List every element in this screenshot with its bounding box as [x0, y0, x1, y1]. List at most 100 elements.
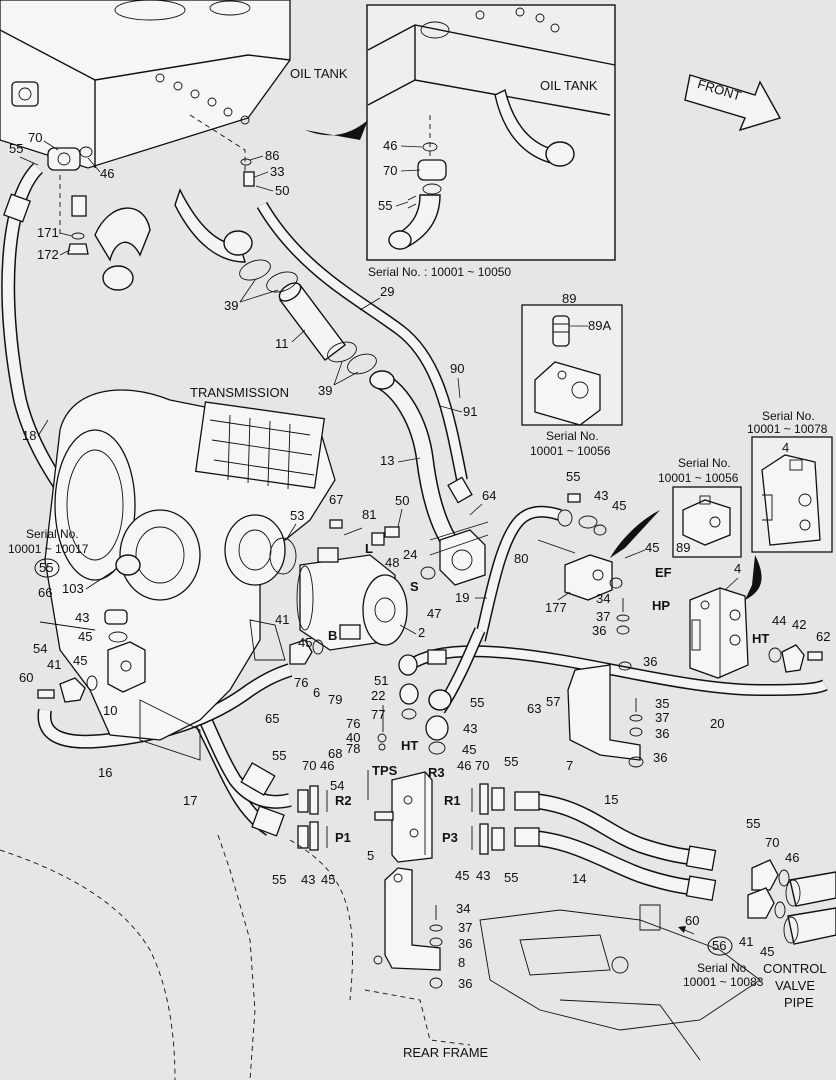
callout-15: 15 — [604, 792, 618, 807]
callout-46c: 46 — [457, 758, 471, 773]
inset-oil-tank-box: OIL TANK 46 70 55 — [366, 4, 616, 261]
callout-36a: 36 — [592, 623, 606, 638]
flange-70-main — [47, 147, 81, 171]
callout-33: 33 — [270, 164, 284, 179]
callout-70d: 70 — [765, 835, 779, 850]
callout-55: 55 — [9, 141, 23, 156]
callout-46d: 46 — [785, 850, 799, 865]
callout-36d: 36 — [653, 750, 667, 765]
port-R3: R3 — [428, 765, 445, 780]
flange-41-cv — [747, 887, 775, 919]
callout-29: 29 — [380, 284, 394, 299]
callout-62: 62 — [816, 629, 830, 644]
callout-55-circled: 55 — [39, 560, 53, 575]
callout-5: 5 — [367, 848, 374, 863]
transmission — [44, 389, 336, 761]
callout-177: 177 — [545, 600, 567, 615]
callout-90: 90 — [450, 361, 464, 376]
suction-flange-block — [439, 529, 486, 586]
callout-45d: 45 — [73, 653, 87, 668]
port-EF: EF — [655, 565, 672, 580]
callout-65: 65 — [265, 711, 279, 726]
hose-14 — [514, 830, 706, 895]
callout-79: 79 — [328, 692, 342, 707]
callout-8: 8 — [458, 955, 465, 970]
callout-36c: 36 — [655, 726, 669, 741]
hose-15 — [514, 793, 706, 865]
callout-4-valve: 4 — [734, 561, 741, 576]
callout-50b: 50 — [395, 493, 409, 508]
callout-14: 14 — [572, 871, 586, 886]
callout-44: 44 — [772, 613, 786, 628]
callout-70: 70 — [28, 130, 42, 145]
flange-43-p1 — [297, 825, 309, 849]
callout-17: 17 — [183, 793, 197, 808]
callout-45g: 45 — [321, 872, 335, 887]
callout-39-upper: 39 — [224, 298, 238, 313]
tank-outlet-pipe-left — [94, 207, 151, 262]
block-10 — [107, 641, 146, 693]
callout-45h: 45 — [455, 868, 469, 883]
serial-note-55-l1: Serial No. — [26, 527, 79, 541]
callout-10: 10 — [103, 703, 117, 718]
flange-70-cv — [751, 859, 779, 891]
port-P3: P3 — [442, 830, 458, 845]
callout-34a: 34 — [596, 591, 610, 606]
port-HP: HP — [652, 598, 670, 613]
port-S: S — [410, 579, 419, 594]
callout-13: 13 — [380, 453, 394, 468]
callout-41-pump: 41 — [275, 612, 289, 627]
callout-54a: 54 — [33, 641, 47, 656]
callout-45c: 45 — [78, 629, 92, 644]
callout-2: 2 — [418, 625, 425, 640]
callout-80: 80 — [514, 551, 528, 566]
fitting-51 — [398, 654, 418, 676]
callout-70c: 70 — [475, 758, 489, 773]
port-TPS: TPS — [372, 763, 398, 778]
callout-group: 55 70 46 171 172 86 33 50 39 29 11 39 90… — [9, 130, 830, 991]
callout-41a: 41 — [47, 657, 61, 672]
callout-55d: 55 — [272, 748, 286, 763]
callout-42: 42 — [792, 617, 806, 632]
callout-43b: 43 — [75, 610, 89, 625]
serial-note-block-89b-l2: 10001 ~ 10056 — [658, 471, 739, 485]
callout-64: 64 — [482, 488, 496, 503]
port-B: B — [328, 628, 337, 643]
flange-43-top — [557, 509, 573, 527]
serial-note-block-89b-l1: Serial No. — [678, 456, 731, 470]
hose-clamps-39-lower — [327, 341, 377, 375]
port-L: L — [365, 541, 373, 556]
callout-36e: 36 — [458, 936, 472, 951]
stack-35-37-36 — [629, 698, 643, 737]
stack-34-37-36-upper — [616, 598, 630, 635]
callout-60a: 60 — [19, 670, 33, 685]
callout-47: 47 — [427, 606, 441, 621]
callout-66: 66 — [38, 585, 52, 600]
callout-18: 18 — [22, 428, 36, 443]
callout-19: 19 — [455, 590, 469, 605]
callout-4-inset: 4 — [782, 440, 789, 455]
rear-frame-label: REAR FRAME — [403, 1045, 489, 1060]
callout-50: 50 — [275, 183, 289, 198]
elbow-fitting-103 — [115, 554, 141, 576]
callout-103: 103 — [62, 581, 84, 596]
port-R1: R1 — [444, 793, 461, 808]
callout-78: 78 — [346, 741, 360, 756]
serial-note-valve-4-l1: Serial No. — [762, 409, 815, 423]
callout-81: 81 — [362, 507, 376, 522]
control-valve-pipe-lower — [787, 907, 836, 945]
callout-55g: 55 — [504, 870, 518, 885]
valve-4-pointer — [745, 555, 762, 600]
callout-76a: 76 — [294, 675, 308, 690]
callout-54b: 54 — [330, 778, 344, 793]
callout-60b: 60 — [685, 913, 699, 928]
callout-57: 57 — [546, 694, 560, 709]
inset-frame — [366, 4, 616, 261]
callout-39-lower: 39 — [318, 383, 332, 398]
callout-86: 86 — [265, 148, 279, 163]
callout-48: 48 — [385, 555, 399, 570]
fitting-67 — [329, 519, 343, 529]
block-89-inset — [521, 304, 623, 426]
transmission-label: TRANSMISSION — [190, 385, 289, 400]
